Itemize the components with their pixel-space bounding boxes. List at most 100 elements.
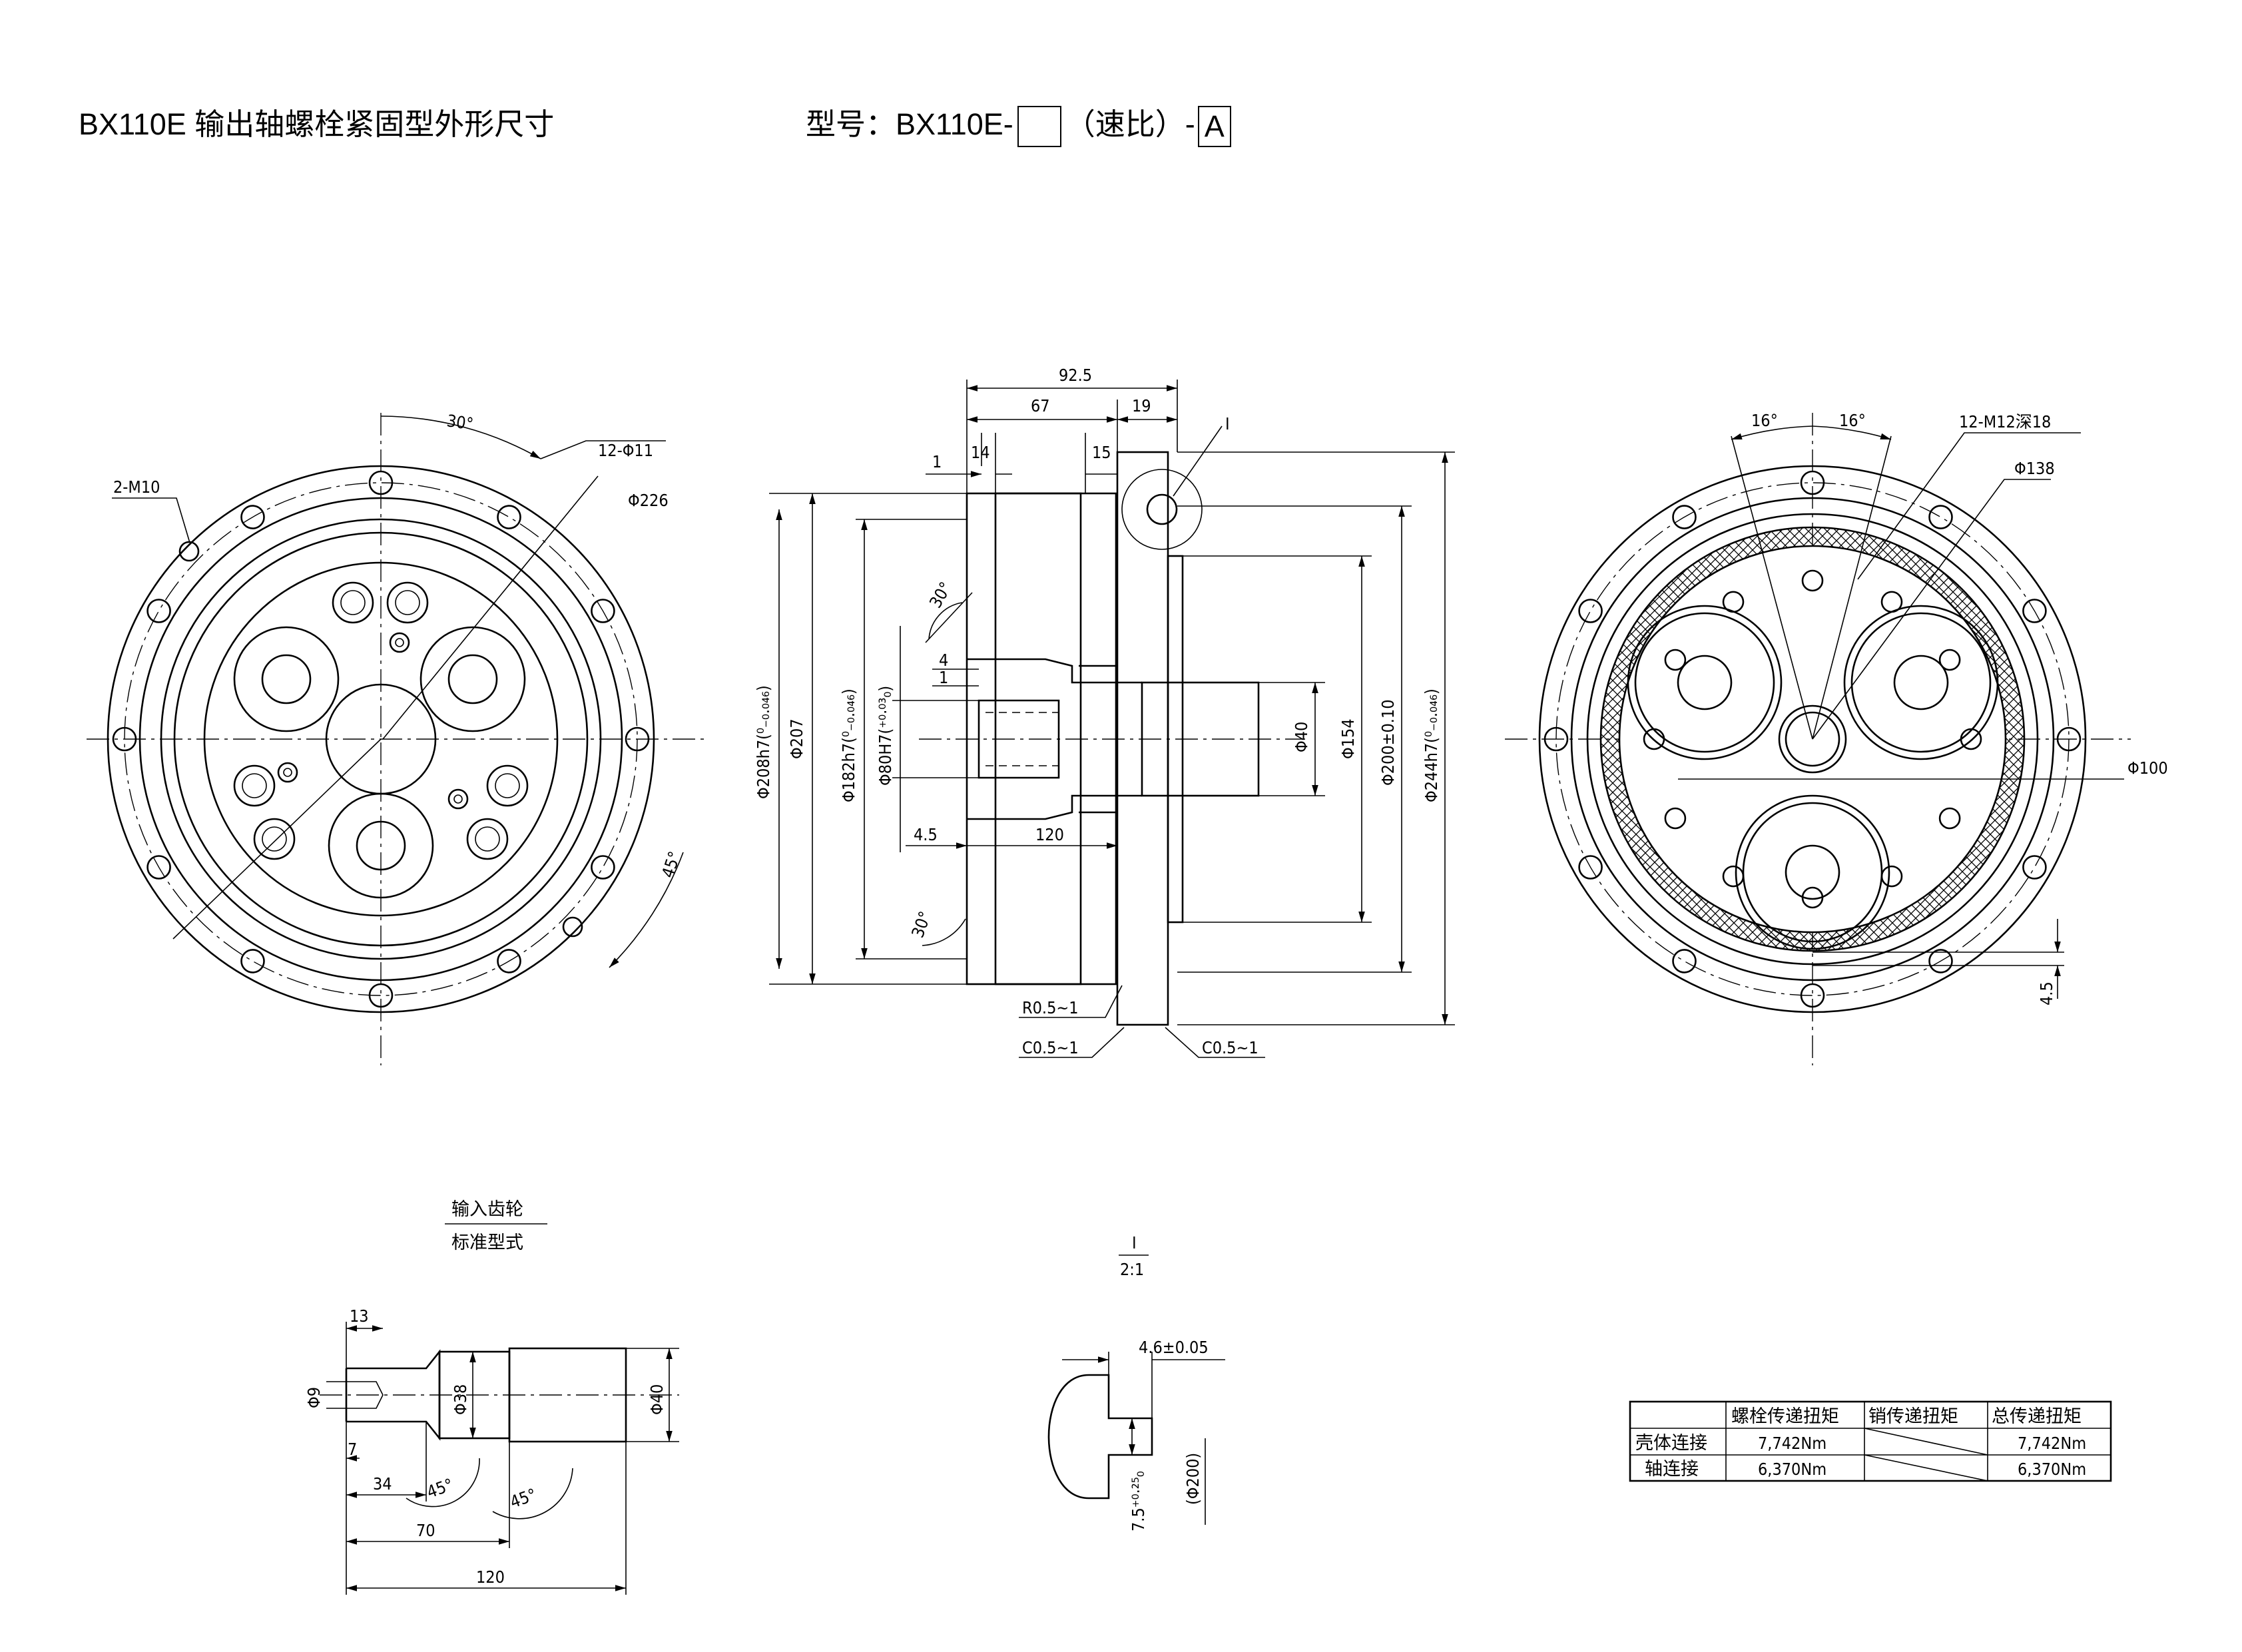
input-gear-view: 输入齿轮 标准型式 13 Φ9 Φ38 Φ40 7 34 70 120 45° … [304, 1199, 679, 1595]
bolt-hole [591, 599, 615, 623]
bolt-hole [1672, 505, 1697, 529]
angle-16-a: 16° [1751, 411, 1778, 430]
len-7: 7 [348, 1440, 357, 1459]
len-1: 1 [932, 452, 942, 471]
model-prefix: 型号：BX110E- [806, 107, 1013, 141]
bolt-hole [1672, 949, 1697, 973]
th-total-torque: 总传递扭矩 [1992, 1406, 2082, 1427]
bolt-hole [497, 949, 521, 973]
row-housing-label: 壳体连接 [1635, 1433, 1707, 1454]
bolt-hole [112, 726, 137, 752]
bolt-holes-label: 12-Φ11 [598, 441, 653, 460]
dia-244: Φ244h7(⁰₋₀.₀₄₆) [1422, 688, 1441, 802]
len-120-gear: 120 [476, 1567, 505, 1587]
len-70: 70 [416, 1521, 435, 1540]
drawing-title: BX110E 输出轴螺栓紧固型外形尺寸 [79, 107, 555, 141]
bolt-hole [2022, 855, 2047, 880]
rear-view: 16° 16° 12-M12深18 Φ138 Φ100 4.5 [1505, 411, 2168, 1065]
bolt-hole [1578, 855, 1603, 880]
len-14: 14 [971, 443, 990, 462]
model-ratio-label: （速比）- [1065, 107, 1195, 141]
bolt-hole [1928, 949, 1953, 973]
bolt-hole [1928, 505, 1953, 529]
tapped-m12-label: 12-M12深18 [1959, 412, 2051, 431]
detail-scale: 2:1 [1120, 1260, 1144, 1279]
bolt-hole [2056, 726, 2082, 752]
len-4-5: 4.5 [914, 825, 938, 844]
th-bolt-torque: 螺栓传递扭矩 [1731, 1406, 1839, 1427]
bolt-hole [1800, 983, 1825, 1008]
step-4: 4 [939, 651, 948, 670]
bolt-hole [240, 949, 265, 973]
detail-ref-dia: (Φ200) [1183, 1453, 1203, 1505]
ratio-input-box[interactable] [1017, 106, 1061, 148]
tapped-hole [1801, 569, 1824, 592]
tapped-hole [1664, 649, 1687, 671]
row-housing-total: 7,742Nm [2018, 1434, 2086, 1453]
dia-182: Φ182h7(⁰₋₀.₀₄₆) [839, 688, 858, 802]
bolt-hole [240, 505, 265, 529]
bolt-hole [1578, 599, 1603, 623]
detail-depth: 7.5⁺⁰·²⁵₀ [1129, 1471, 1148, 1531]
angle-30-bottom: 30° [908, 909, 935, 940]
angle-45-a: 45° [424, 1475, 455, 1502]
bolt-hole [1800, 470, 1825, 495]
chamfer-left-label: C0.5~1 [1022, 1038, 1079, 1057]
dia-38: Φ38 [451, 1384, 470, 1415]
torque-table: 螺栓传递扭矩 销传递扭矩 总传递扭矩 壳体连接 7,742Nm 7,742Nm … [1629, 1400, 2112, 1482]
bolt-hole [497, 505, 521, 529]
dia-40: Φ40 [1292, 722, 1311, 752]
side-section-view: 92.5 67 19 1 14 15 I Φ208h7(⁰₋₀.₀₄₆) Φ20… [754, 366, 1455, 1058]
dia-154: Φ154 [1338, 718, 1358, 759]
len-13: 13 [350, 1306, 369, 1326]
len-120: 120 [1035, 825, 1064, 844]
offset-4-5: 4.5 [2037, 981, 2056, 1005]
angle-30-label: 30° [445, 411, 475, 433]
len-34: 34 [373, 1474, 392, 1494]
pcd-226-label: Φ226 [628, 491, 669, 510]
model-suffix-box: A [1197, 106, 1231, 148]
bolt-hole [625, 726, 650, 752]
angle-16-b: 16° [1839, 411, 1866, 430]
angle-45-b: 45° [507, 1485, 539, 1512]
input-gear-title: 输入齿轮 [451, 1199, 523, 1220]
detail-width: 4.6±0.05 [1139, 1338, 1209, 1357]
input-gear-subtitle: 标准型式 [451, 1233, 523, 1253]
model-designation: 型号：BX110E- （速比）-A [806, 100, 1231, 148]
len-92-5: 92.5 [1059, 366, 1092, 385]
bolt-hole [368, 470, 394, 495]
tapped-m10-label: 2-M10 [113, 477, 160, 497]
bolt-hole [1543, 726, 1569, 752]
dia-80: Φ80H7(⁺⁰·⁰³₀) [876, 686, 895, 786]
tapped-hole [1664, 807, 1687, 830]
angle-45-label: 45° [658, 849, 685, 880]
dia-9: Φ9 [304, 1387, 324, 1408]
tapped-hole [1938, 649, 1961, 671]
dia-207: Φ207 [787, 718, 806, 759]
row-shaft-label: 轴连接 [1645, 1459, 1699, 1480]
len-19: 19 [1132, 396, 1151, 415]
dia-100-label: Φ100 [2127, 758, 2168, 778]
row-shaft-total: 6,370Nm [2018, 1460, 2086, 1479]
tapped-hole [1938, 807, 1961, 830]
th-pin-torque: 销传递扭矩 [1868, 1406, 1958, 1427]
dia-40-gear: Φ40 [647, 1384, 667, 1415]
row-shaft-bolt: 6,370Nm [1758, 1460, 1826, 1479]
pcd-138-label: Φ138 [2014, 459, 2055, 478]
bolt-hole [368, 983, 394, 1008]
bolt-hole [146, 855, 171, 880]
step-1: 1 [939, 668, 948, 687]
bolt-hole [146, 599, 171, 623]
detail-I-view: I 2:1 4.6±0.05 7.5⁺⁰·²⁵₀ (Φ200) [1047, 1233, 1225, 1531]
detail-mark: I [1132, 1233, 1137, 1252]
bolt-hole [591, 855, 615, 880]
bolt-hole [2022, 599, 2047, 623]
detail-mark-I: I [1225, 414, 1230, 433]
front-view: 30° 12-Φ11 Φ226 2-M10 45° [87, 411, 709, 1065]
dia-208: Φ208h7(⁰₋₀.₀₄₆) [754, 685, 773, 799]
dia-200: Φ200±0.10 [1378, 699, 1398, 786]
fillet-label: R0.5~1 [1022, 998, 1079, 1017]
row-housing-bolt: 7,742Nm [1758, 1434, 1826, 1453]
chamfer-right-label: C0.5~1 [1202, 1038, 1259, 1057]
